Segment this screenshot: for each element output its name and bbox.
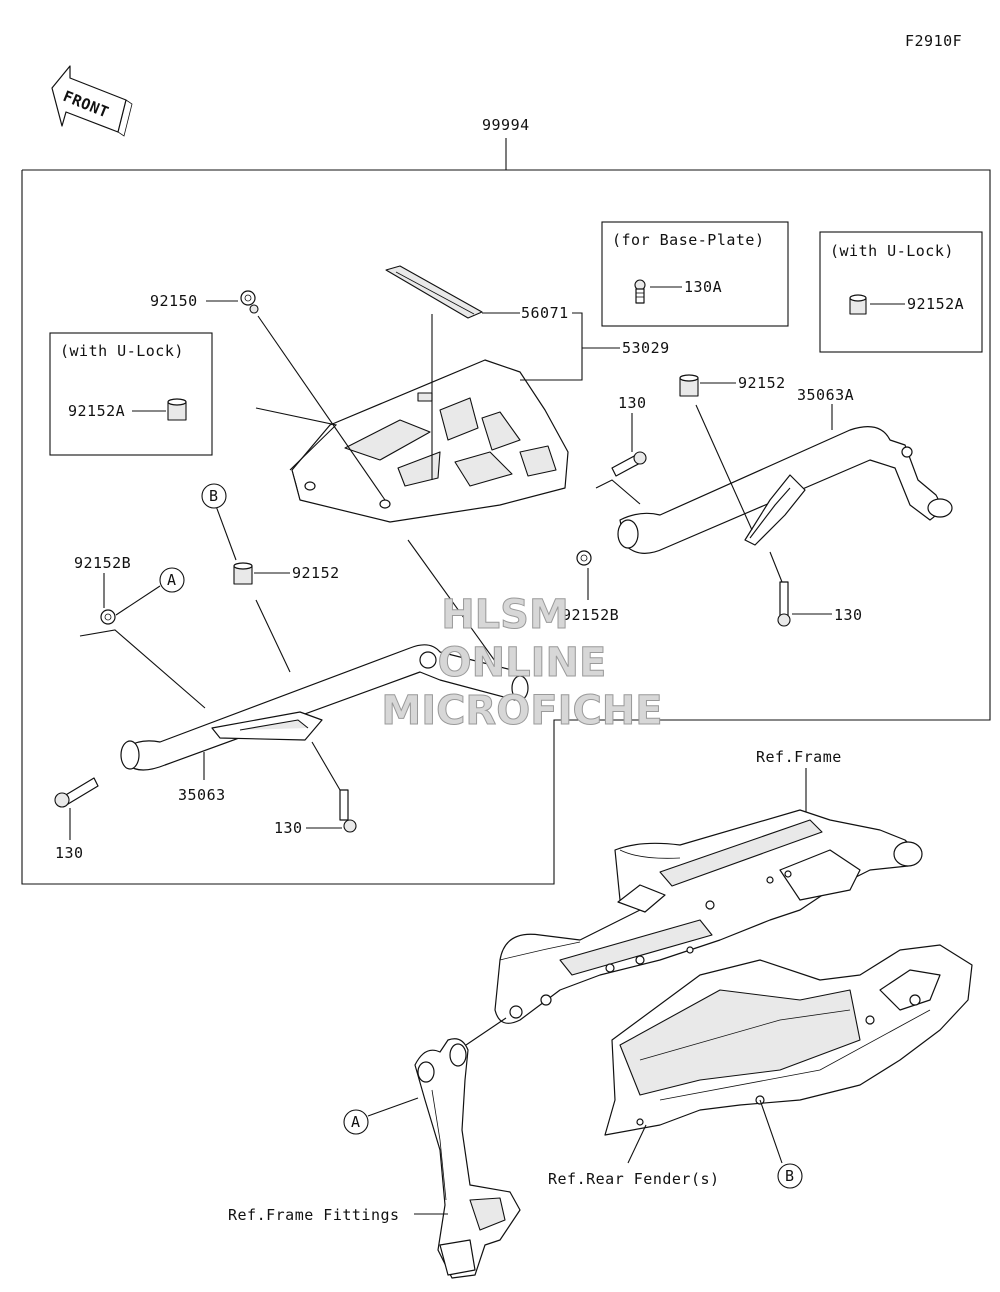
label-92152-right: 92152 xyxy=(738,374,786,392)
watermark-line1: HLSM xyxy=(441,592,569,638)
side-bracket-35063A xyxy=(617,426,953,554)
label-130-left: 130 xyxy=(55,844,84,862)
watermark-line2: ONLINE xyxy=(438,640,607,686)
carrier-plate-53029 xyxy=(291,359,569,523)
spacer-92152-left-icon xyxy=(233,562,253,585)
bolt-130-lower-right-icon xyxy=(777,581,791,627)
label-130-upper-right: 130 xyxy=(618,394,647,412)
callout-b-bottom: B xyxy=(777,1163,803,1189)
label-35063: 35063 xyxy=(178,786,226,804)
label-92152A-left: 92152A xyxy=(68,402,125,420)
label-92152B-left: 92152B xyxy=(74,554,131,572)
watermark: HLSM ONLINE MICROFICHE xyxy=(381,592,663,735)
sticker-56071 xyxy=(385,265,483,319)
bolt-130-upper-right-icon xyxy=(611,451,647,477)
diagram-code: F2910F xyxy=(905,32,962,50)
bolt-130A-icon xyxy=(634,279,646,304)
nut-92150-icon xyxy=(240,290,259,314)
assembly-number: 99994 xyxy=(482,116,530,134)
nut-92152B-right-icon xyxy=(576,550,592,566)
ref-frame-fittings-label: Ref.Frame Fittings xyxy=(228,1206,400,1224)
front-arrow-icon: FRONT xyxy=(51,65,133,137)
bolt-130-mid-icon xyxy=(339,789,357,833)
label-92152A-right: 92152A xyxy=(907,295,964,313)
bolt-130-left-icon xyxy=(54,777,99,808)
label-130-mid: 130 xyxy=(274,819,303,837)
rear-frame-assembly xyxy=(494,809,923,1024)
base-plate-box-title: (for Base-Plate) xyxy=(612,231,765,249)
u-lock-box-left-title: (with U-Lock) xyxy=(60,342,184,360)
callout-a-bottom-label: A xyxy=(351,1113,361,1131)
label-56071: 56071 xyxy=(521,304,569,322)
label-130A: 130A xyxy=(684,278,722,296)
callout-a-bottom: A xyxy=(343,1109,369,1135)
label-92150: 92150 xyxy=(150,292,198,310)
u-lock-box-right-title: (with U-Lock) xyxy=(830,242,954,260)
callout-b-bottom-label: B xyxy=(785,1167,795,1185)
callout-b-top-label: B xyxy=(209,487,219,505)
label-92152B-right: 92152B xyxy=(562,606,619,624)
spacer-92152-right-icon xyxy=(679,374,699,397)
label-92152-left: 92152 xyxy=(292,564,340,582)
base-plate-box xyxy=(601,221,789,327)
frame-fittings xyxy=(414,1038,521,1279)
label-53029: 53029 xyxy=(622,339,670,357)
ref-frame-label: Ref.Frame xyxy=(756,748,842,766)
ref-rear-fender-label: Ref.Rear Fender(s) xyxy=(548,1170,720,1188)
nut-92152B-left-icon xyxy=(100,609,116,625)
callout-b-top: B xyxy=(201,483,227,509)
u-lock-box-left xyxy=(49,332,213,456)
callout-a-top: A xyxy=(159,567,185,593)
label-35063A: 35063A xyxy=(797,386,854,404)
u-lock-box-right xyxy=(819,231,983,353)
rear-fender-assembly xyxy=(604,944,973,1136)
assembly-boundary xyxy=(21,169,991,885)
watermark-line3: MICROFICHE xyxy=(381,688,662,734)
label-130-lower-right: 130 xyxy=(834,606,863,624)
side-bracket-35063 xyxy=(120,644,529,771)
spacer-92152A-right-icon xyxy=(849,294,867,315)
spacer-92152A-left-icon xyxy=(167,398,187,421)
callout-a-top-label: A xyxy=(167,571,177,589)
